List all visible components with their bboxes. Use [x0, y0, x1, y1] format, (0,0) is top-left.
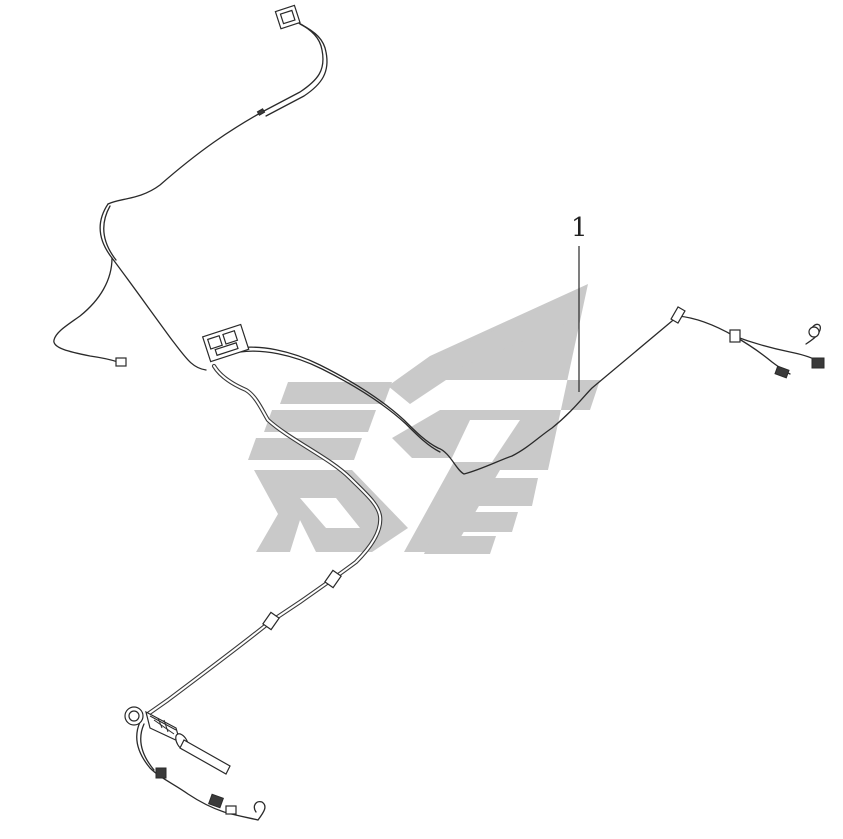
middle-junction-connector [201, 323, 250, 363]
callout-1: 1 [571, 213, 588, 392]
callout-1-label: 1 [571, 213, 588, 243]
top-connector [274, 4, 301, 30]
harness-wires [53, 21, 822, 475]
bottom-branch-wires [136, 721, 266, 821]
right-wire-clip-2 [729, 329, 741, 343]
connectors [115, 4, 825, 631]
right-end-connector-2 [811, 357, 825, 369]
lower-harness-wire [145, 363, 383, 717]
right-ring-terminal [808, 326, 820, 338]
grommet-rod-assembly [124, 706, 237, 815]
watermark-logo [248, 284, 600, 554]
left-end-connector [115, 357, 127, 367]
top-wire-clip [256, 108, 266, 116]
right-end-connector-1 [774, 365, 790, 379]
bottom-wire-clip [155, 767, 167, 779]
bottom-connector-2 [225, 805, 237, 815]
lower-wire-clip-1 [324, 569, 342, 589]
lower-wire-clip-2 [262, 611, 280, 631]
bottom-connector-1 [208, 793, 224, 809]
right-wire-clip-1 [670, 306, 686, 324]
